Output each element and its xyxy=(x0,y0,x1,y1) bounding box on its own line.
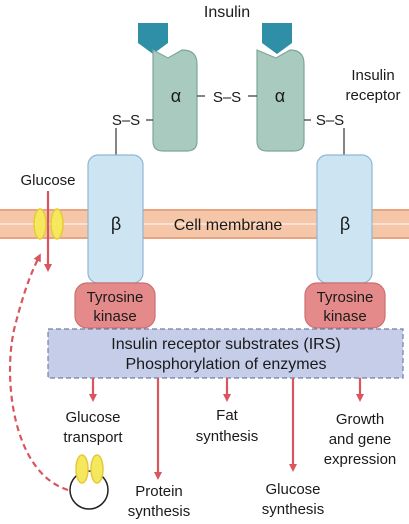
disulfide-bond-middle: S–S xyxy=(213,89,241,106)
cell-membrane-label: Cell membrane xyxy=(174,217,283,234)
alpha-subunit-left xyxy=(152,49,198,152)
insulin-label: Insulin xyxy=(204,4,250,21)
alpha-left-label: α xyxy=(171,86,181,106)
beta-right-label: β xyxy=(340,214,350,234)
glucose-channel-membrane xyxy=(33,208,64,240)
tyrosine-kinase-right xyxy=(304,282,386,329)
tyrosine-kinase-right-line1: Tyrosine xyxy=(317,289,374,306)
outcome-growth-line2: and gene xyxy=(329,431,392,448)
disulfide-bond-right: S–S xyxy=(316,112,344,129)
irs-label-line2: Phosphorylation of enzymes xyxy=(126,356,327,373)
tyrosine-kinase-left-line2: kinase xyxy=(93,308,136,325)
glucose-transporter-vesicle xyxy=(69,454,109,510)
outcome-protein-synthesis-line2: synthesis xyxy=(128,503,191,520)
alpha-subunit-right xyxy=(256,49,305,152)
outcome-fat-synthesis-line2: synthesis xyxy=(196,428,259,445)
outcome-protein-synthesis-line1: Protein xyxy=(135,483,183,500)
outcome-growth-line3: expression xyxy=(324,451,397,468)
alpha-right-label: α xyxy=(275,86,285,106)
outcome-glucose-transport-line2: transport xyxy=(63,429,123,446)
insulin-receptor-label-line1: Insulin xyxy=(351,67,394,84)
disulfide-bond-left: S–S xyxy=(112,112,140,129)
glucose-transporter-translocation-arrow xyxy=(8,253,69,492)
irs-box xyxy=(47,328,404,379)
beta-left-label: β xyxy=(111,214,121,234)
insulin-molecule-right xyxy=(262,23,292,54)
tyrosine-kinase-left xyxy=(74,282,156,329)
outcome-glucose-synthesis-line2: synthesis xyxy=(262,501,325,518)
insulin-receptor-label-line2: receptor xyxy=(345,87,400,104)
irs-label-line1: Insulin receptor substrates (IRS) xyxy=(111,336,340,353)
glucose-label: Glucose xyxy=(20,172,75,189)
outcome-glucose-transport-line1: Glucose xyxy=(65,409,120,426)
tyrosine-kinase-right-line2: kinase xyxy=(323,308,366,325)
outcome-glucose-synthesis-line1: Glucose xyxy=(265,481,320,498)
insulin-molecule-left xyxy=(138,23,168,54)
outcome-growth-line1: Growth xyxy=(336,411,384,428)
outcome-fat-synthesis-line1: Fat xyxy=(216,407,239,424)
tyrosine-kinase-left-line1: Tyrosine xyxy=(87,289,144,306)
